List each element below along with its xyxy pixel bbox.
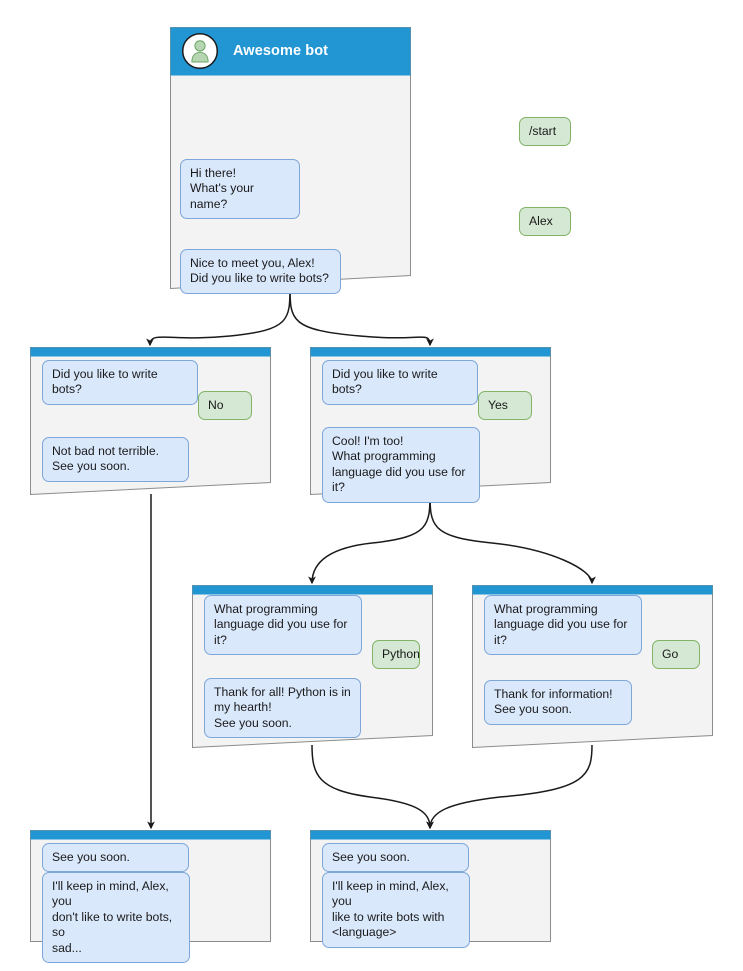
message-bubble-user: Alex <box>519 207 571 237</box>
message-bubble-bot: Did you like to write bots? <box>322 360 478 405</box>
yes-screen-content: Did you like to write bots? Yes Cool! I'… <box>310 347 551 503</box>
edge-root-to-no <box>146 285 291 347</box>
person-avatar-icon <box>181 32 219 70</box>
edge-go-to-end-happy <box>426 744 593 830</box>
message-bubble-bot: Hi there! What's your name? <box>180 159 300 220</box>
message-bubble-user: No <box>198 391 252 421</box>
end-sad-screen[interactable]: See you soon. I'll keep in mind, Alex, y… <box>30 830 271 964</box>
message-bubble-bot: I'll keep in mind, Alex, you don't like … <box>42 872 190 964</box>
message-bubble-user: Go <box>652 640 700 670</box>
message-bubble-bot: What programming language did you use fo… <box>484 595 642 656</box>
end-happy-screen-content: See you soon. I'll keep in mind, Alex, y… <box>310 830 551 948</box>
language-python-screen[interactable]: What programming language did you use fo… <box>192 585 433 748</box>
message-bubble-bot: Not bad not terrible. See you soon. <box>42 437 189 482</box>
message-bubble-bot: I'll keep in mind, Alex, you like to wri… <box>322 872 470 948</box>
python-screen-content: What programming language did you use fo… <box>192 585 433 748</box>
message-bubble-bot: Thank for information! See you soon. <box>484 680 632 725</box>
did-you-like-yes-screen[interactable]: Did you like to write bots? Yes Cool! I'… <box>310 347 551 503</box>
message-bubble-bot: See you soon. <box>322 843 469 873</box>
message-bubble-bot: Thank for all! Python is in my hearth! S… <box>204 678 361 739</box>
language-go-screen[interactable]: What programming language did you use fo… <box>472 585 713 748</box>
root-screen-content: Awesome bot /start Hi there! What's your… <box>170 27 571 294</box>
message-bubble-bot: Cool! I'm too! What programming language… <box>322 427 480 503</box>
message-bubble-bot: Nice to meet you, Alex! Did you like to … <box>180 249 341 294</box>
did-you-like-no-screen[interactable]: Did you like to write bots? No Not bad n… <box>30 347 271 495</box>
message-bubble-bot: What programming language did you use fo… <box>204 595 362 656</box>
bot-title: Awesome bot <box>233 43 329 59</box>
edge-yes-to-go <box>429 491 596 585</box>
go-screen-content: What programming language did you use fo… <box>472 585 713 748</box>
message-bubble-user: /start <box>519 117 571 147</box>
edge-root-to-yes <box>289 285 434 347</box>
message-bubble-user: Python <box>372 640 420 670</box>
end-happy-screen[interactable]: See you soon. I'll keep in mind, Alex, y… <box>310 830 551 948</box>
root-screen-shape <box>170 27 411 289</box>
message-bubble-bot: Did you like to write bots? <box>42 360 198 405</box>
message-bubble-user: Yes <box>478 391 532 421</box>
end-sad-screen-content: See you soon. I'll keep in mind, Alex, y… <box>30 830 271 964</box>
no-screen-content: Did you like to write bots? No Not bad n… <box>30 347 271 495</box>
edge-python-to-end-happy <box>311 744 434 830</box>
awesome-bot-root-screen[interactable]: Awesome bot /start Hi there! What's your… <box>170 27 571 294</box>
edge-yes-to-python <box>308 491 431 585</box>
bot-header-bar: Awesome bot <box>170 27 411 75</box>
message-bubble-bot: See you soon. <box>42 843 189 873</box>
